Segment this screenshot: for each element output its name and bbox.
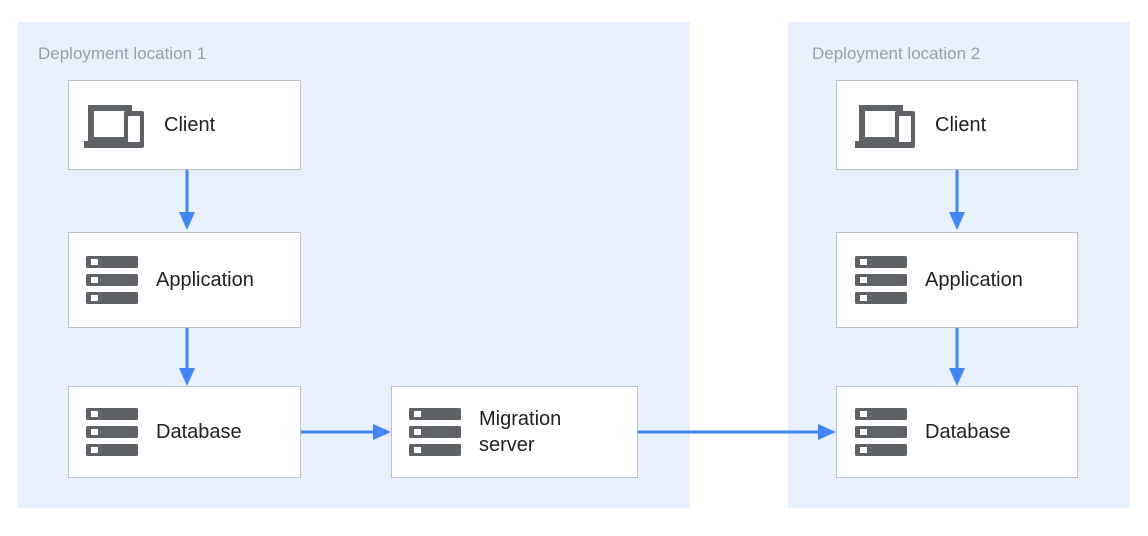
arrow-application1-to-database1 [179,328,195,388]
node-database-1[interactable]: Database [68,386,301,478]
arrow-client1-to-application1 [179,170,195,232]
node-database-2-label: Database [925,421,1011,443]
arrow-migration-server-to-database2 [638,424,838,440]
node-application-1[interactable]: Application [68,232,301,328]
client-devices-icon [84,99,146,151]
node-client-1[interactable]: Client [68,80,301,170]
server-icon [855,256,907,304]
deployment-location-1-label: Deployment location 1 [38,44,207,63]
deployment-location-2-label: Deployment location 2 [812,44,981,63]
server-icon [86,408,138,456]
arrow-application2-to-database2 [949,328,965,388]
server-icon [855,408,907,456]
node-application-1-label: Application [156,269,254,291]
node-database-2[interactable]: Database [836,386,1078,478]
node-migration-server[interactable]: Migration server [391,386,638,478]
node-migration-server-label: Migration server [479,408,562,456]
server-icon [409,408,461,456]
server-icon [86,256,138,304]
node-application-2[interactable]: Application [836,232,1078,328]
arrow-database1-to-migration-server [300,424,393,440]
node-application-2-label: Application [925,269,1023,291]
node-client-1-label: Client [164,114,216,136]
client-devices-icon [855,99,917,151]
node-client-2[interactable]: Client [836,80,1078,170]
arrow-client2-to-application2 [949,170,965,232]
node-client-2-label: Client [935,114,987,136]
node-database-1-label: Database [156,421,242,443]
